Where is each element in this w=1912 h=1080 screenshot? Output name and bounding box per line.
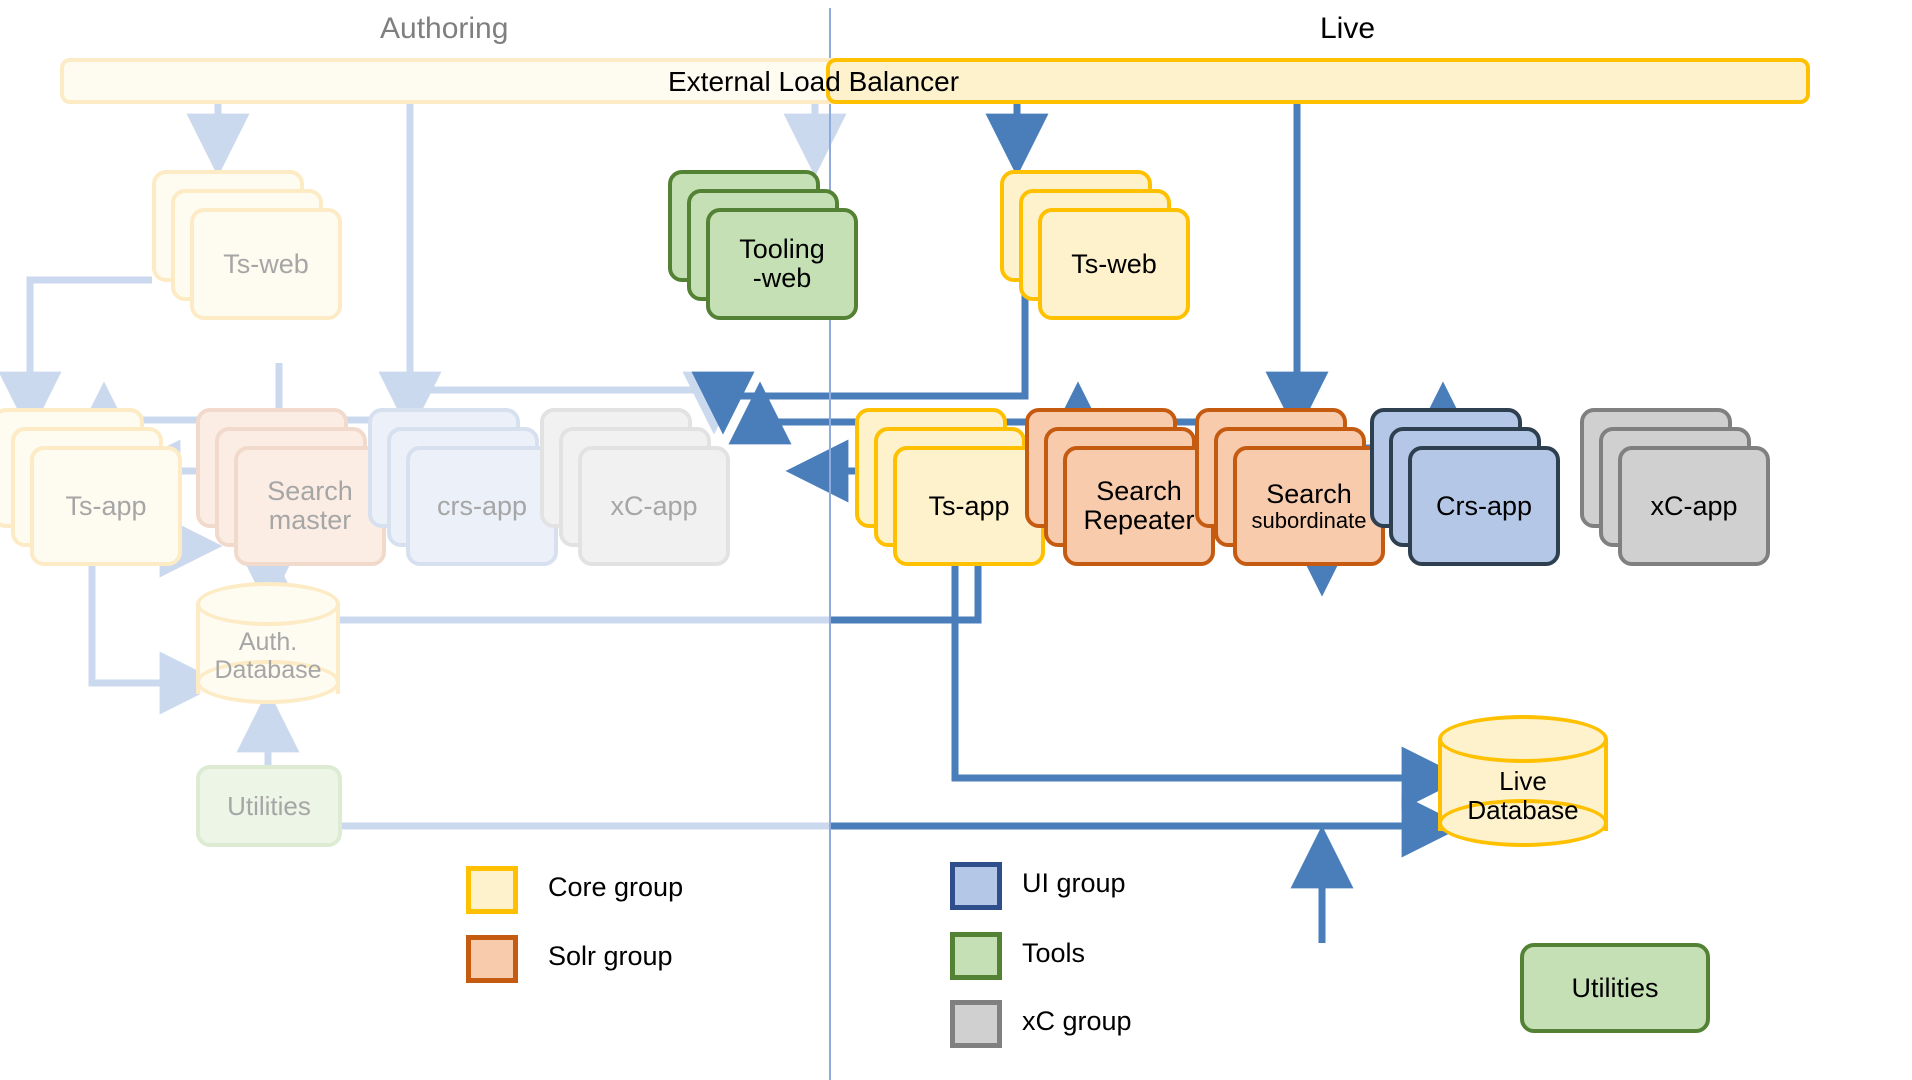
node-label: Live Database xyxy=(1467,766,1579,826)
node-label: Tooling -web xyxy=(739,234,825,293)
node-label: Ts-web xyxy=(1071,248,1157,279)
node-live-search-repeater[interactable]: Search Repeater xyxy=(1025,408,1225,568)
legend-label-xc-group: xC group xyxy=(1022,1006,1132,1036)
legend-swatch-solr-group xyxy=(466,935,518,983)
node-authoring-xc-app[interactable]: xC-app xyxy=(540,408,740,568)
stack-card-front xyxy=(1233,446,1385,566)
node-label: Search subordinate xyxy=(1251,479,1367,533)
node-live-xc-app[interactable]: xC-app xyxy=(1580,408,1780,568)
section-title-authoring: Authoring xyxy=(380,12,509,45)
external-load-balancer-label: External Load Balancer xyxy=(668,66,960,97)
node-live-ts-web[interactable]: Ts-web xyxy=(1000,170,1190,320)
stack-card-front xyxy=(30,446,182,566)
stack-card-front xyxy=(1618,446,1770,566)
node-label: Crs-app xyxy=(1435,490,1533,521)
node-label: Ts-web xyxy=(223,248,309,279)
cylinder-top xyxy=(196,582,340,626)
stack-card-front xyxy=(190,208,342,320)
external-load-balancer-authoring[interactable] xyxy=(60,58,850,104)
node-live-crs-app[interactable]: Crs-app xyxy=(1370,408,1570,568)
cylinder-bottom xyxy=(1438,799,1608,847)
node-label: Auth. Database xyxy=(214,628,322,684)
cylinder-top xyxy=(1438,715,1608,763)
node-label: xC-app xyxy=(1650,490,1738,521)
legend-swatch-tools xyxy=(950,932,1002,980)
stack-card-front xyxy=(1408,446,1560,566)
node-authoring-search-master[interactable]: Search master xyxy=(196,408,396,568)
legend-swatch-ui-group xyxy=(950,862,1002,910)
legend-swatch-core-group xyxy=(466,866,518,914)
node-authoring-ts-app[interactable]: Ts-app xyxy=(0,408,192,568)
stack-card-front xyxy=(1063,446,1215,566)
legend-label-tools: Tools xyxy=(1022,938,1086,968)
stack-card-front xyxy=(578,446,730,566)
node-label: Ts-app xyxy=(928,490,1010,521)
section-title-live: Live xyxy=(1320,12,1376,45)
cylinder-bottom xyxy=(196,660,340,704)
node-label: Search master xyxy=(267,476,353,535)
legend-swatch-xc-group xyxy=(950,1000,1002,1048)
stack-card-front xyxy=(706,208,858,320)
node-authoring-auth-database[interactable]: Auth. Database xyxy=(196,582,340,716)
node-live-ts-app[interactable]: Ts-app xyxy=(855,408,1055,568)
external-load-balancer-live[interactable] xyxy=(826,58,1810,104)
stack-card-front xyxy=(406,446,558,566)
stack-card-front xyxy=(893,446,1045,566)
node-live-search-subordinate[interactable]: Search subordinate xyxy=(1195,408,1395,568)
node-label: crs-app xyxy=(436,490,528,521)
legend-label-ui-group: UI group xyxy=(1022,868,1126,898)
node-authoring-ts-web[interactable]: Ts-web xyxy=(152,170,342,320)
node-live-utilities[interactable]: Utilities xyxy=(1520,943,1710,1033)
node-authoring-crs-app[interactable]: crs-app xyxy=(368,408,568,568)
node-live-database[interactable]: Live Database xyxy=(1438,715,1608,855)
stack-card-front xyxy=(1038,208,1190,320)
legend-label-solr-group: Solr group xyxy=(548,941,673,971)
node-authoring-utilities[interactable]: Utilities xyxy=(196,765,342,847)
legend-label-core-group: Core group xyxy=(548,872,684,902)
node-label: Ts-app xyxy=(65,490,147,521)
node-live-tooling-web[interactable]: Tooling -web xyxy=(668,170,858,320)
node-label: xC-app xyxy=(610,490,698,521)
node-label: Search Repeater xyxy=(1083,476,1195,535)
